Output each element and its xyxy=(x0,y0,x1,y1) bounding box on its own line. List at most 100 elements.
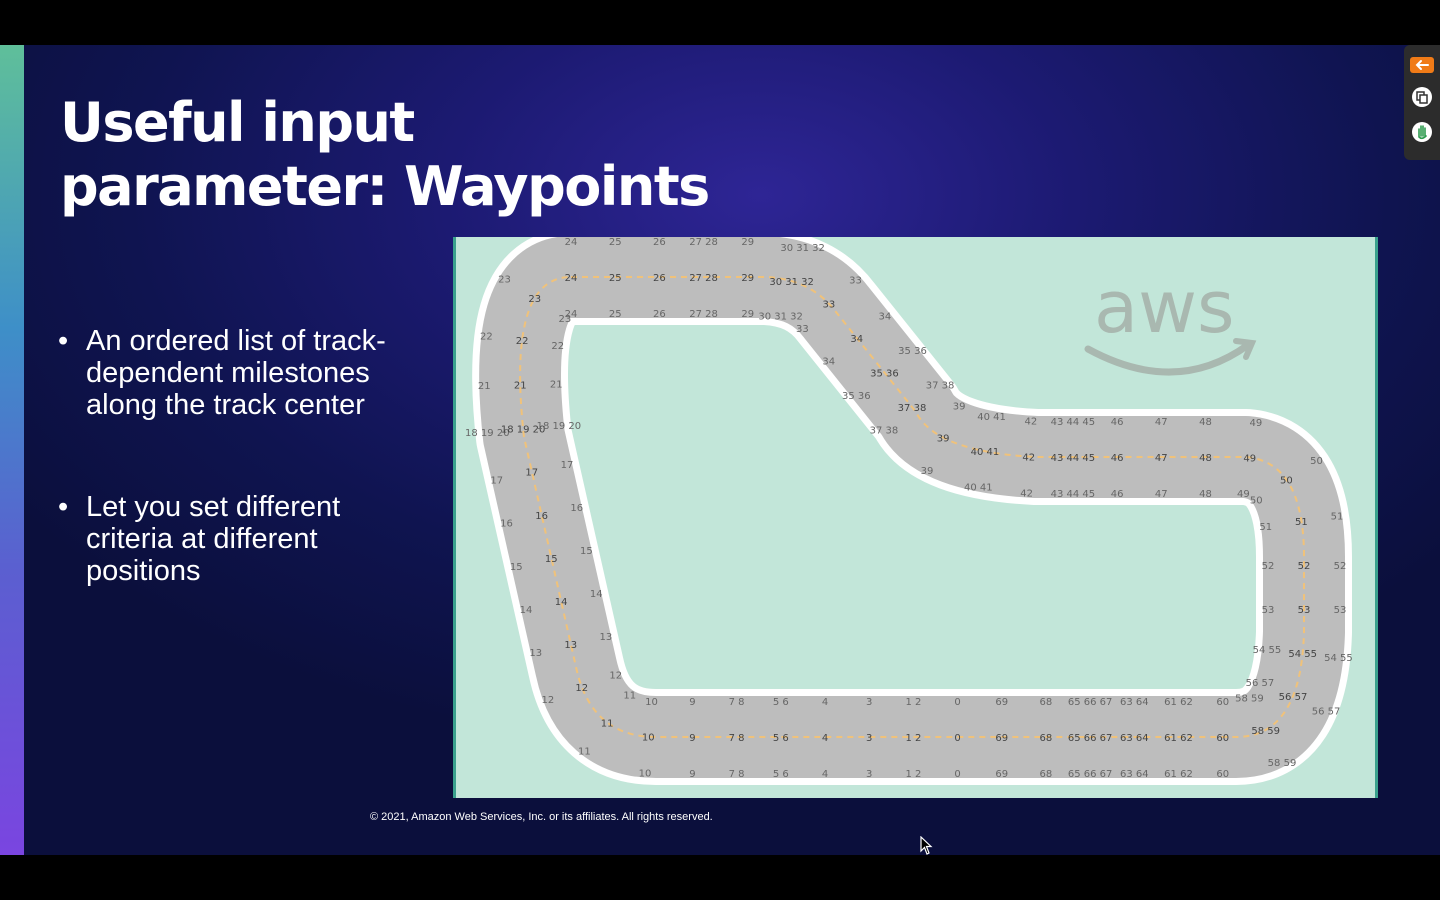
waypoint-label: 23 xyxy=(498,275,511,286)
waypoint-label: 25 xyxy=(609,273,622,284)
waypoint-label: 16 xyxy=(535,511,548,522)
waypoint-label: 65 66 67 xyxy=(1068,769,1113,780)
waypoint-label: 49 xyxy=(1243,453,1256,464)
viewer-toolbar xyxy=(1404,45,1440,160)
waypoint-label: 0 xyxy=(954,769,960,780)
waypoint-label: 10 xyxy=(639,769,652,780)
waypoint-label: 27 28 xyxy=(689,237,718,248)
aws-logo-text: aws xyxy=(1094,265,1235,349)
copyright-text: © 2021, Amazon Web Services, Inc. or its… xyxy=(370,811,713,823)
waypoint-label: 26 xyxy=(653,309,666,320)
waypoint-label: 16 xyxy=(570,503,583,514)
waypoint-label: 65 66 67 xyxy=(1068,733,1113,744)
hand-icon xyxy=(1412,122,1432,142)
waypoint-label: 39 xyxy=(953,401,966,412)
waypoint-label: 18 19 20 xyxy=(537,421,582,432)
aws-logo-smile xyxy=(1084,341,1252,376)
copy-button[interactable] xyxy=(1410,85,1434,109)
back-arrow-icon xyxy=(1410,57,1434,73)
accent-bar xyxy=(0,45,24,855)
slide-title: Useful input parameter: Waypoints xyxy=(60,91,710,219)
waypoint-label: 54 55 xyxy=(1253,645,1282,656)
waypoint-label: 37 38 xyxy=(898,403,927,414)
bullet-item-1: An ordered list of track-dependent miles… xyxy=(58,325,418,421)
waypoint-label: 56 57 xyxy=(1246,678,1275,689)
waypoint-label: 42 xyxy=(1022,453,1035,464)
waypoint-label: 68 xyxy=(1040,769,1053,780)
waypoint-label: 25 xyxy=(609,237,622,248)
waypoint-label: 26 xyxy=(653,273,666,284)
waypoint-label: 47 xyxy=(1155,453,1168,464)
waypoint-label: 1 2 xyxy=(905,769,921,780)
waypoint-label: 54 55 xyxy=(1288,649,1317,660)
waypoint-label: 15 xyxy=(580,546,593,557)
waypoint-label: 46 xyxy=(1111,453,1124,464)
waypoint-label: 35 36 xyxy=(842,391,871,402)
waypoint-label: 1 2 xyxy=(905,733,921,744)
waypoint-label: 52 xyxy=(1334,561,1347,572)
waypoint-label: 35 36 xyxy=(898,346,927,357)
waypoint-label: 24 xyxy=(565,273,578,284)
waypoint-label: 22 xyxy=(551,341,564,352)
back-button[interactable] xyxy=(1410,53,1434,77)
waypoint-label: 23 xyxy=(559,314,572,325)
waypoint-label: 42 xyxy=(1020,489,1033,500)
waypoint-label: 12 xyxy=(542,695,555,706)
waypoint-label: 43 44 45 xyxy=(1051,453,1096,464)
waypoint-label: 61 62 xyxy=(1164,697,1193,708)
track-centerline xyxy=(519,276,1305,738)
waypoint-label: 43 44 45 xyxy=(1051,417,1096,428)
waypoint-label: 9 xyxy=(689,697,695,708)
waypoint-label: 10 xyxy=(642,733,655,744)
waypoint-label: 53 xyxy=(1262,605,1275,616)
waypoint-label: 51 xyxy=(1259,522,1272,533)
waypoint-label: 13 xyxy=(529,648,542,659)
waypoint-label: 30 31 32 xyxy=(769,277,814,288)
waypoint-label: 5 6 xyxy=(773,733,789,744)
waypoint-label: 18 19 20 xyxy=(465,428,510,439)
waypoint-label: 26 xyxy=(653,237,666,248)
waypoint-label: 61 62 xyxy=(1164,769,1193,780)
waypoint-label: 34 xyxy=(879,312,892,323)
waypoint-label: 47 xyxy=(1155,417,1168,428)
waypoint-label: 51 xyxy=(1295,517,1308,528)
waypoint-label: 24 xyxy=(565,309,578,320)
waypoint-label: 27 28 xyxy=(689,309,718,320)
hand-button[interactable] xyxy=(1410,120,1434,144)
waypoint-label: 14 xyxy=(590,589,603,600)
waypoint-label: 29 xyxy=(741,309,754,320)
waypoint-label: 30 31 32 xyxy=(780,243,825,254)
waypoint-label: 49 xyxy=(1250,418,1263,429)
waypoint-label: 33 xyxy=(796,324,809,335)
title-line-1: Useful input xyxy=(60,91,415,154)
waypoint-label: 43 44 45 xyxy=(1051,489,1096,500)
waypoint-label: 24 xyxy=(565,237,578,248)
bullet-item-2: Let you set different criteria at differ… xyxy=(58,491,418,587)
waypoint-label: 27 28 xyxy=(689,273,718,284)
waypoint-label: 56 57 xyxy=(1279,692,1308,703)
waypoint-label: 54 55 xyxy=(1324,653,1353,664)
waypoint-label: 15 xyxy=(545,554,558,565)
waypoint-label: 4 xyxy=(822,733,828,744)
waypoint-label: 29 xyxy=(741,273,754,284)
copy-icon xyxy=(1412,87,1432,107)
waypoint-label: 40 41 xyxy=(971,447,1000,458)
waypoint-label: 50 xyxy=(1280,476,1293,487)
waypoint-label: 35 36 xyxy=(870,369,899,380)
waypoint-label: 7 8 xyxy=(729,697,745,708)
waypoint-label: 50 xyxy=(1250,495,1263,506)
slide: Useful input parameter: Waypoints An ord… xyxy=(0,45,1440,855)
waypoint-label: 68 xyxy=(1040,697,1053,708)
waypoint-label: 17 xyxy=(490,476,503,487)
waypoint-label: 16 xyxy=(500,519,513,530)
waypoint-label: 34 xyxy=(822,357,835,368)
waypoint-label: 52 xyxy=(1298,561,1311,572)
waypoint-label: 0 xyxy=(954,733,960,744)
waypoint-label: 58 59 xyxy=(1268,758,1297,769)
waypoint-label: 3 xyxy=(866,697,872,708)
waypoint-label: 37 38 xyxy=(926,381,955,392)
waypoint-label: 22 xyxy=(516,336,529,347)
waypoint-label: 21 xyxy=(478,381,491,392)
waypoint-label: 33 xyxy=(849,275,862,286)
waypoint-label: 33 xyxy=(823,300,836,311)
